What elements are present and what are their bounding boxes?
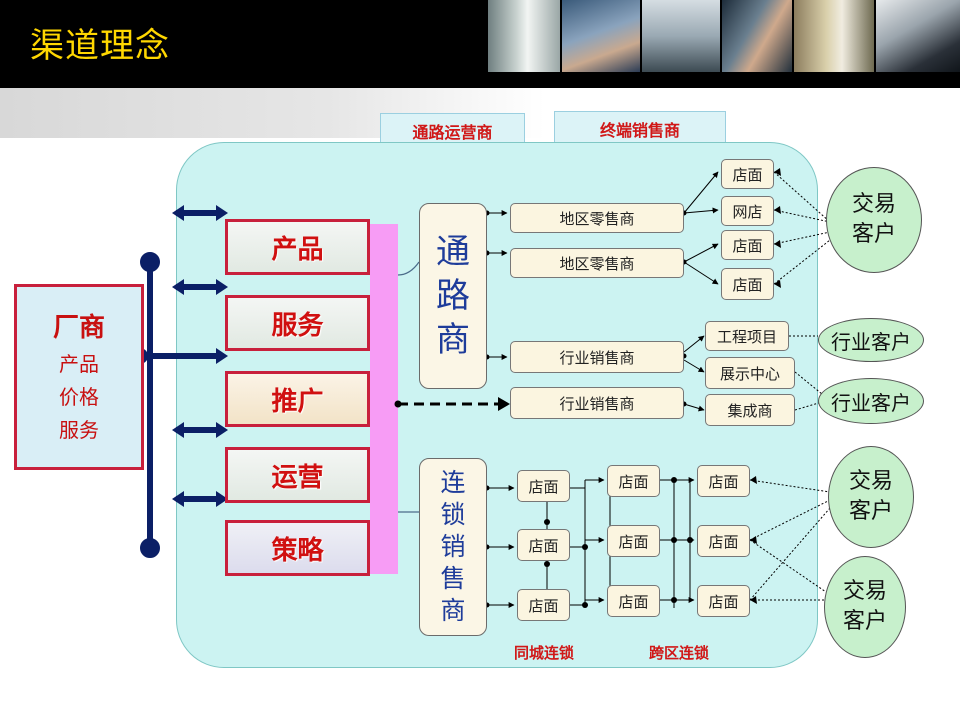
chain-store-box: 店面: [697, 465, 750, 497]
project-box: 工程项目: [705, 321, 789, 351]
manufacturer-box: 厂商 产品 价格 服务: [14, 284, 144, 470]
chain-store-box: 店面: [517, 529, 570, 561]
channel-char: 路: [436, 276, 470, 316]
store-box: 店面: [721, 268, 774, 300]
chain-char: 商: [440, 596, 466, 625]
chain-char: 锁: [440, 500, 466, 529]
function-product: 产品: [225, 219, 370, 275]
manufacturer-line-service: 服务: [59, 418, 99, 442]
manufacturer-title: 厂商: [52, 313, 105, 343]
chain-char: 销: [440, 532, 466, 561]
trade-customer: 交易客户: [824, 556, 906, 658]
chain-store-box: 店面: [697, 525, 750, 557]
label-same-city-chain: 同城连锁: [514, 644, 575, 662]
chain-store-box: 店面: [607, 525, 660, 557]
industry-customer-label: 行业客户: [831, 390, 911, 415]
chain-store-box: 店面: [607, 585, 660, 617]
industry-customer: 行业客户: [818, 318, 924, 362]
chain-store-box: 店面: [697, 585, 750, 617]
showcase-center-box: 展示中心: [705, 357, 795, 389]
chain-char: 连: [440, 468, 466, 497]
store-box: 店面: [721, 230, 774, 260]
photo-conference: [642, 0, 720, 72]
integrator-box: 集成商: [705, 394, 795, 426]
tag-terminal-seller: 终端销售商: [554, 111, 726, 147]
function-service: 服务: [225, 295, 370, 351]
photo-store: [794, 0, 874, 72]
store-box: 店面: [721, 159, 774, 189]
industry-seller: 行业销售商: [510, 341, 684, 373]
trade-customer-label: 交易客户: [848, 469, 893, 524]
photo-corridor: [488, 0, 560, 72]
trade-customer-label: 交易客户: [842, 579, 887, 634]
chain-store-box: 店面: [607, 465, 660, 497]
industry-customer: 行业客户: [818, 378, 924, 424]
industry-seller: 行业销售商: [510, 387, 684, 419]
chain-store-box: 店面: [517, 470, 570, 502]
regional-retailer: 地区零售商: [510, 248, 684, 278]
photo-team: [722, 0, 792, 72]
chain-seller-box: 连 锁 销 售 商: [419, 458, 487, 636]
function-operation: 运营: [225, 447, 370, 503]
trade-customer: 交易客户: [826, 167, 922, 273]
chain-char: 售: [440, 564, 466, 593]
photo-keyboard: [876, 0, 960, 72]
channel-char: 通: [436, 232, 470, 272]
label-cross-region-chain: 跨区连锁: [649, 644, 710, 662]
trade-customer-label: 交易客户: [851, 192, 896, 247]
slide-title: 渠道理念: [30, 26, 170, 66]
chain-store-box: 店面: [517, 589, 570, 621]
industry-customer-label: 行业客户: [831, 329, 911, 354]
channel-char: 商: [436, 320, 470, 360]
function-promotion: 推广: [225, 371, 370, 427]
function-strategy: 策略: [225, 520, 370, 576]
manufacturer-line-price: 价格: [59, 385, 99, 409]
function-bracket: [370, 224, 398, 574]
manufacturer-line-product: 产品: [59, 352, 99, 376]
trade-customer: 交易客户: [828, 446, 914, 548]
channel-distributor-box: 通 路 商: [419, 203, 487, 389]
online-store-box: 网店: [721, 196, 774, 226]
regional-retailer: 地区零售商: [510, 203, 684, 233]
photo-meeting: [562, 0, 640, 72]
